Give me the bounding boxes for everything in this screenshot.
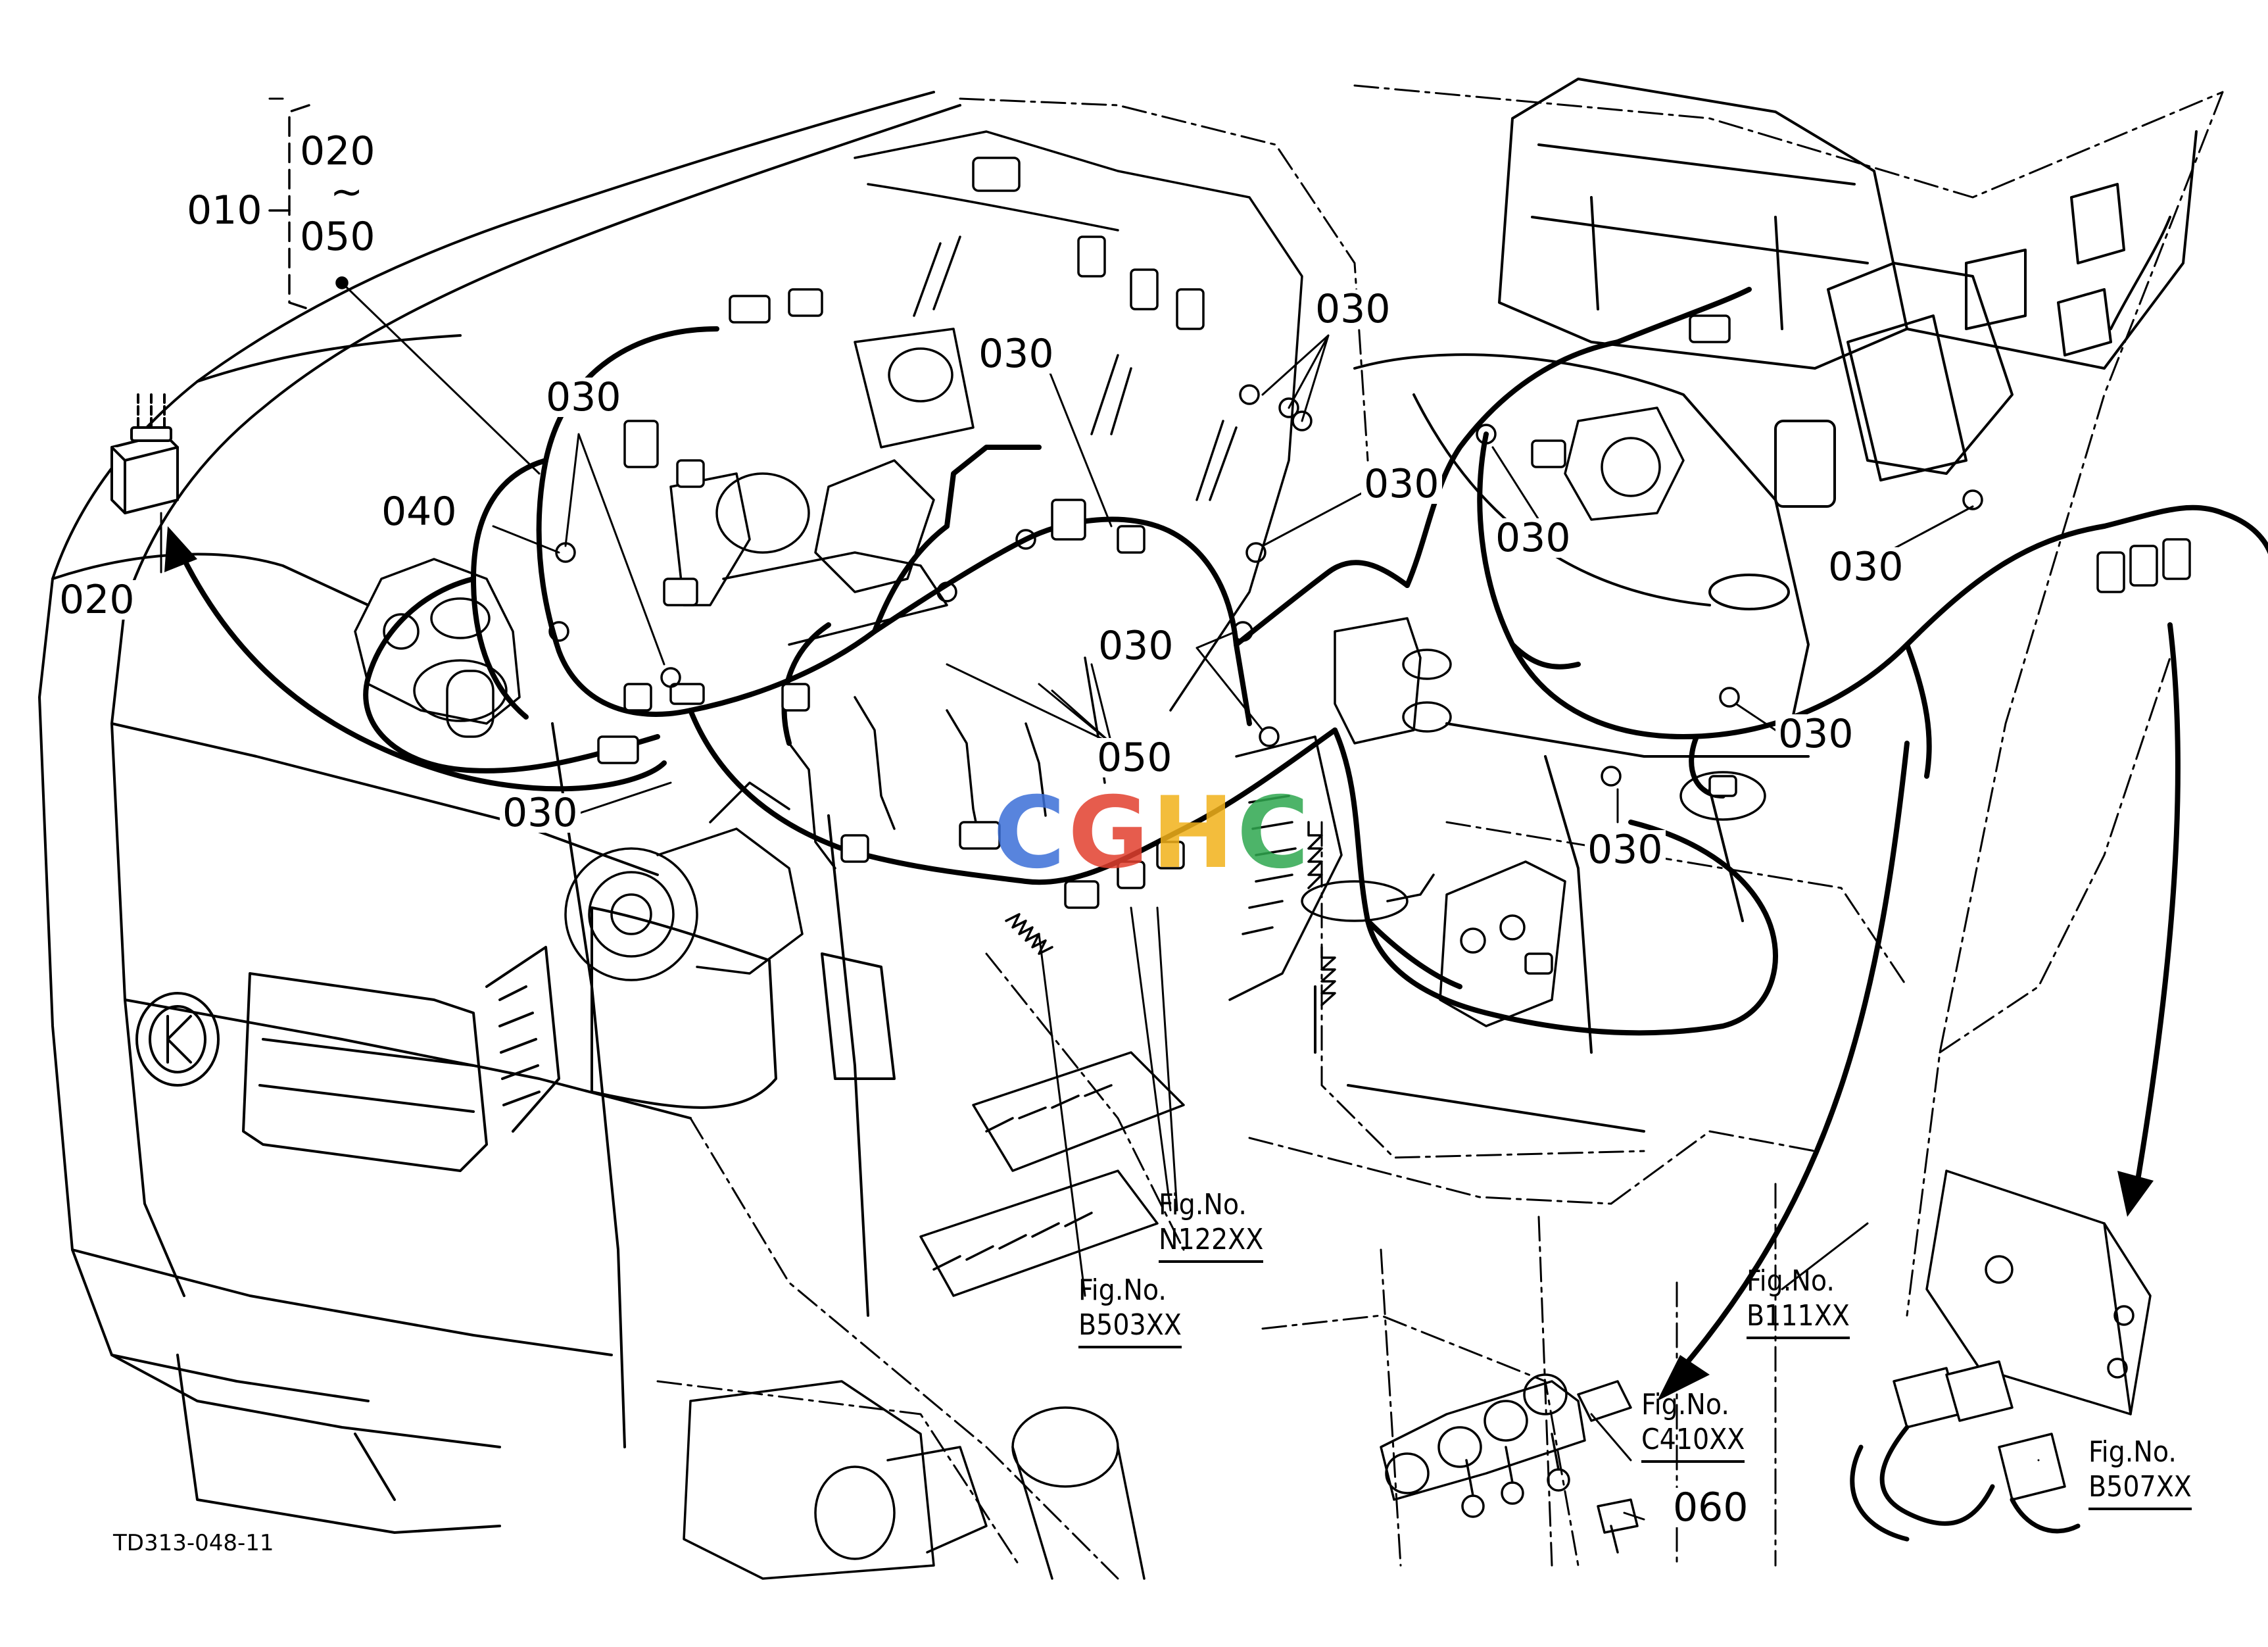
watermark-letter: G	[1068, 776, 1152, 891]
hood-outline	[38, 91, 961, 1534]
label-020-range-start: 020	[300, 128, 375, 174]
fig-ref-c410xx[interactable]: Fig.No. C410XX	[1641, 1388, 1745, 1463]
fig-label: Fig.No.	[2088, 1435, 2177, 1469]
callout-030: 030	[500, 793, 581, 833]
callout-030: 030	[543, 378, 624, 417]
watermark-logo: CGHC	[993, 776, 1312, 891]
callout-030: 030	[1825, 547, 1906, 587]
fig-ref-b111xx[interactable]: Fig.No. B111XX	[1747, 1264, 1850, 1339]
relay-bracket-detail	[1850, 1169, 2152, 1542]
callout-020: 020	[57, 580, 137, 620]
engine-components	[354, 130, 1766, 1580]
label-010: 010	[187, 187, 262, 234]
callout-030: 030	[1775, 714, 1856, 754]
fig-ref-b507xx[interactable]: Fig.No. B507XX	[2088, 1435, 2192, 1510]
leader-lines	[160, 97, 2040, 1521]
instrument-panel-outline	[1498, 78, 2198, 508]
callout-040: 040	[379, 492, 460, 531]
chassis-phantom-lines	[656, 84, 2224, 1580]
callout-050: 050	[1094, 738, 1175, 777]
callout-030: 030	[1313, 289, 1393, 329]
callout-030: 030	[976, 334, 1057, 374]
fig-ref-b503xx[interactable]: Fig.No. B503XX	[1078, 1273, 1182, 1348]
fig-number: B111XX	[1747, 1299, 1850, 1339]
callout-030: 030	[1096, 626, 1176, 666]
fig-number: C410XX	[1641, 1423, 1745, 1463]
label-050-range-end: 050	[300, 214, 375, 260]
connectors	[597, 157, 2191, 975]
arrow-heads	[164, 526, 2154, 1401]
fig-label: Fig.No.	[1159, 1188, 1247, 1221]
relay-020-detail	[110, 393, 179, 514]
drawing-code: TD313-048-11	[113, 1530, 274, 1556]
wire-clips	[548, 384, 1983, 787]
group-bracket	[268, 104, 349, 310]
fig-number: B507XX	[2088, 1470, 2192, 1510]
fig-label: Fig.No.	[1078, 1273, 1167, 1307]
callout-030: 030	[1493, 518, 1574, 558]
fig-label: Fig.No.	[1747, 1264, 1835, 1298]
fig-number: N122XX	[1159, 1223, 1264, 1263]
ground-terminals-detail	[1380, 1373, 1639, 1554]
label-range-tilde: ~	[330, 169, 364, 215]
callout-030: 030	[1361, 464, 1442, 504]
callout-060: 060	[1670, 1488, 1751, 1527]
watermark-letter: C	[993, 776, 1069, 891]
watermark-letter: H	[1151, 776, 1237, 891]
fig-label: Fig.No.	[1641, 1388, 1729, 1421]
detail-arrows	[175, 543, 2181, 1377]
callout-030: 030	[1585, 830, 1666, 870]
fig-ref-n122xx[interactable]: Fig.No. N122XX	[1159, 1188, 1264, 1263]
watermark-letter: C	[1236, 776, 1312, 891]
fig-number: B503XX	[1078, 1308, 1182, 1348]
harness-wires	[363, 287, 2268, 1036]
